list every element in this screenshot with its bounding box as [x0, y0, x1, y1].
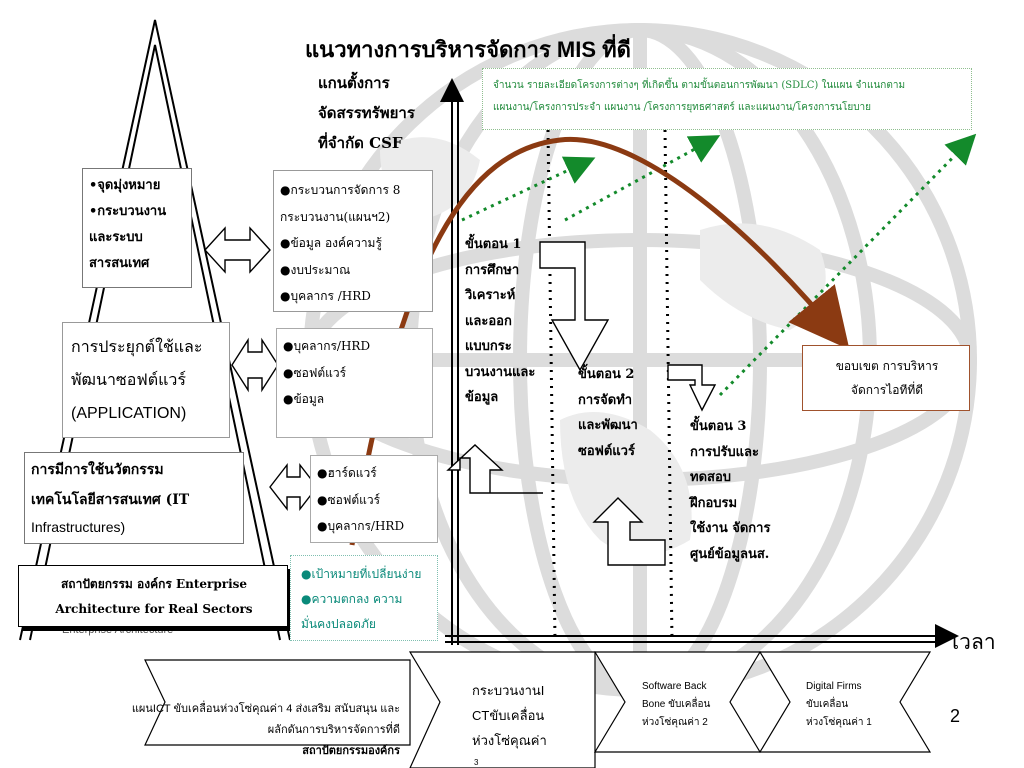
top-note-text: จำนวน รายละเอียดโครงการต่างๆ ที่เกิดขึ้น… [493, 80, 906, 113]
hardware-resource-text: ●ฮาร์ดแวร์ ●ซอฟต์แวร์ ●บุคลากร/HRD [317, 466, 405, 533]
software-resource-box: ●บุคลากร/HRD ●ซอฟต์แวร์ ●ข้อมูล [276, 328, 433, 438]
vision-text: •จุดมุ่งหมาย •กระบวนงาน และระบบ สารสนเทศ [89, 178, 167, 271]
slide-number: 2 [950, 706, 961, 726]
x-axis [445, 624, 959, 648]
chevron-3-text: Digital Firms ขับเคลื่อน ห่วงโซ่คุณค่า 1 [806, 681, 872, 728]
plan-text-normal: แผนICT ขับเคลื่อนห่วงโซ่คุณค่า 4 ส่งเสริ… [131, 703, 400, 736]
plan-text: แผนICT ขับเคลื่อนห่วงโซ่คุณค่า 4 ส่งเสริ… [60, 678, 400, 762]
double-arrows [204, 226, 318, 512]
page-title: แนวทางการบริหารจัดการ MIS ที่ดี [305, 37, 631, 62]
step-1-text: ขั้นตอน 1 การศึกษา วิเคราะห์ และออก แบบก… [465, 237, 536, 405]
application-box: การประยุกต์ใช้และ พัฒนาซอฟต์แวร์ (APPLIC… [62, 322, 230, 438]
step-3-text: ขั้นตอน 3 การปรับและ ทดสอบ ฝึกอบรม ใช้งา… [690, 419, 771, 562]
infrastructure-box: การมีการใช้นวัตกรรม เทคโนโลยีสารสนเทศ (I… [24, 452, 244, 544]
top-note-box: จำนวน รายละเอียดโครงการต่างๆ ที่เกิดขึ้น… [482, 68, 972, 130]
chevron-1-text: กระบวนงานI CTขับเคลื่อน ห่วงโซ่คุณค่า [472, 683, 547, 748]
y-axis-label: แกนตั้งการ จัดสรรทรัพยาร ที่จำกัด CSF [318, 74, 415, 152]
process-resource-text: ●กระบวนการจัดการ 8 กระบวนงาน(แผนฯ2) ●ข้อ… [280, 183, 401, 303]
plan-text-bold: สถาปัตยกรรมองค์กร [302, 745, 400, 757]
enterprise-box: สถาปัตยกรรม องค์กร Enterprise Architectu… [18, 565, 288, 627]
hardware-resource-box: ●ฮาร์ดแวร์ ●ซอฟต์แวร์ ●บุคลากร/HRD [310, 455, 438, 543]
software-resource-text: ●บุคลากร/HRD ●ซอฟต์แวร์ ●ข้อมูล [283, 339, 371, 406]
phase-dividers [546, 129, 674, 641]
application-text: การประยุกต์ใช้และ พัฒนาซอฟต์แวร์ (APPLIC… [71, 339, 203, 422]
goals-text: ●เป้าหมายที่เปลี่ยนง่าย ●ความตกลง ความ ม… [301, 567, 422, 631]
chevron-1-suffix: 3 [474, 758, 479, 767]
step-2-text: ขั้นตอน 2 การจัดทำ และพัฒนา ซอฟต์แวร์ [578, 367, 638, 459]
bottom-chevrons [144, 651, 932, 768]
x-axis-label: เวลา [952, 631, 996, 654]
scope-text: ขอบเขต การบริหาร จัดการไอทีที่ดี [835, 359, 939, 397]
infrastructure-line3: Infrastructures) [31, 519, 126, 535]
process-resource-box: ●กระบวนการจัดการ 8 กระบวนงาน(แผนฯ2) ●ข้อ… [273, 170, 433, 312]
infrastructure-line2: เทคโนโลยีสารสนเทศ (IT [31, 492, 190, 508]
enterprise-shadow-text: Enterprise Architecture [62, 624, 174, 636]
vision-box: •จุดมุ่งหมาย •กระบวนงาน และระบบ สารสนเทศ [82, 168, 192, 288]
step-arrows [446, 241, 717, 566]
goals-box: ●เป้าหมายที่เปลี่ยนง่าย ●ความตกลง ความ ม… [290, 555, 438, 641]
enterprise-text: สถาปัตยกรรม องค์กร Enterprise Architectu… [55, 577, 253, 616]
y-axis [440, 78, 464, 645]
chevron-2-text: Software Back Bone ขับเคลื่อน ห่วงโซ่คุณ… [642, 681, 711, 728]
scope-box: ขอบเขต การบริหาร จัดการไอทีที่ดี [802, 345, 970, 411]
infrastructure-line1: การมีการใช้นวัตกรรม [31, 462, 164, 478]
